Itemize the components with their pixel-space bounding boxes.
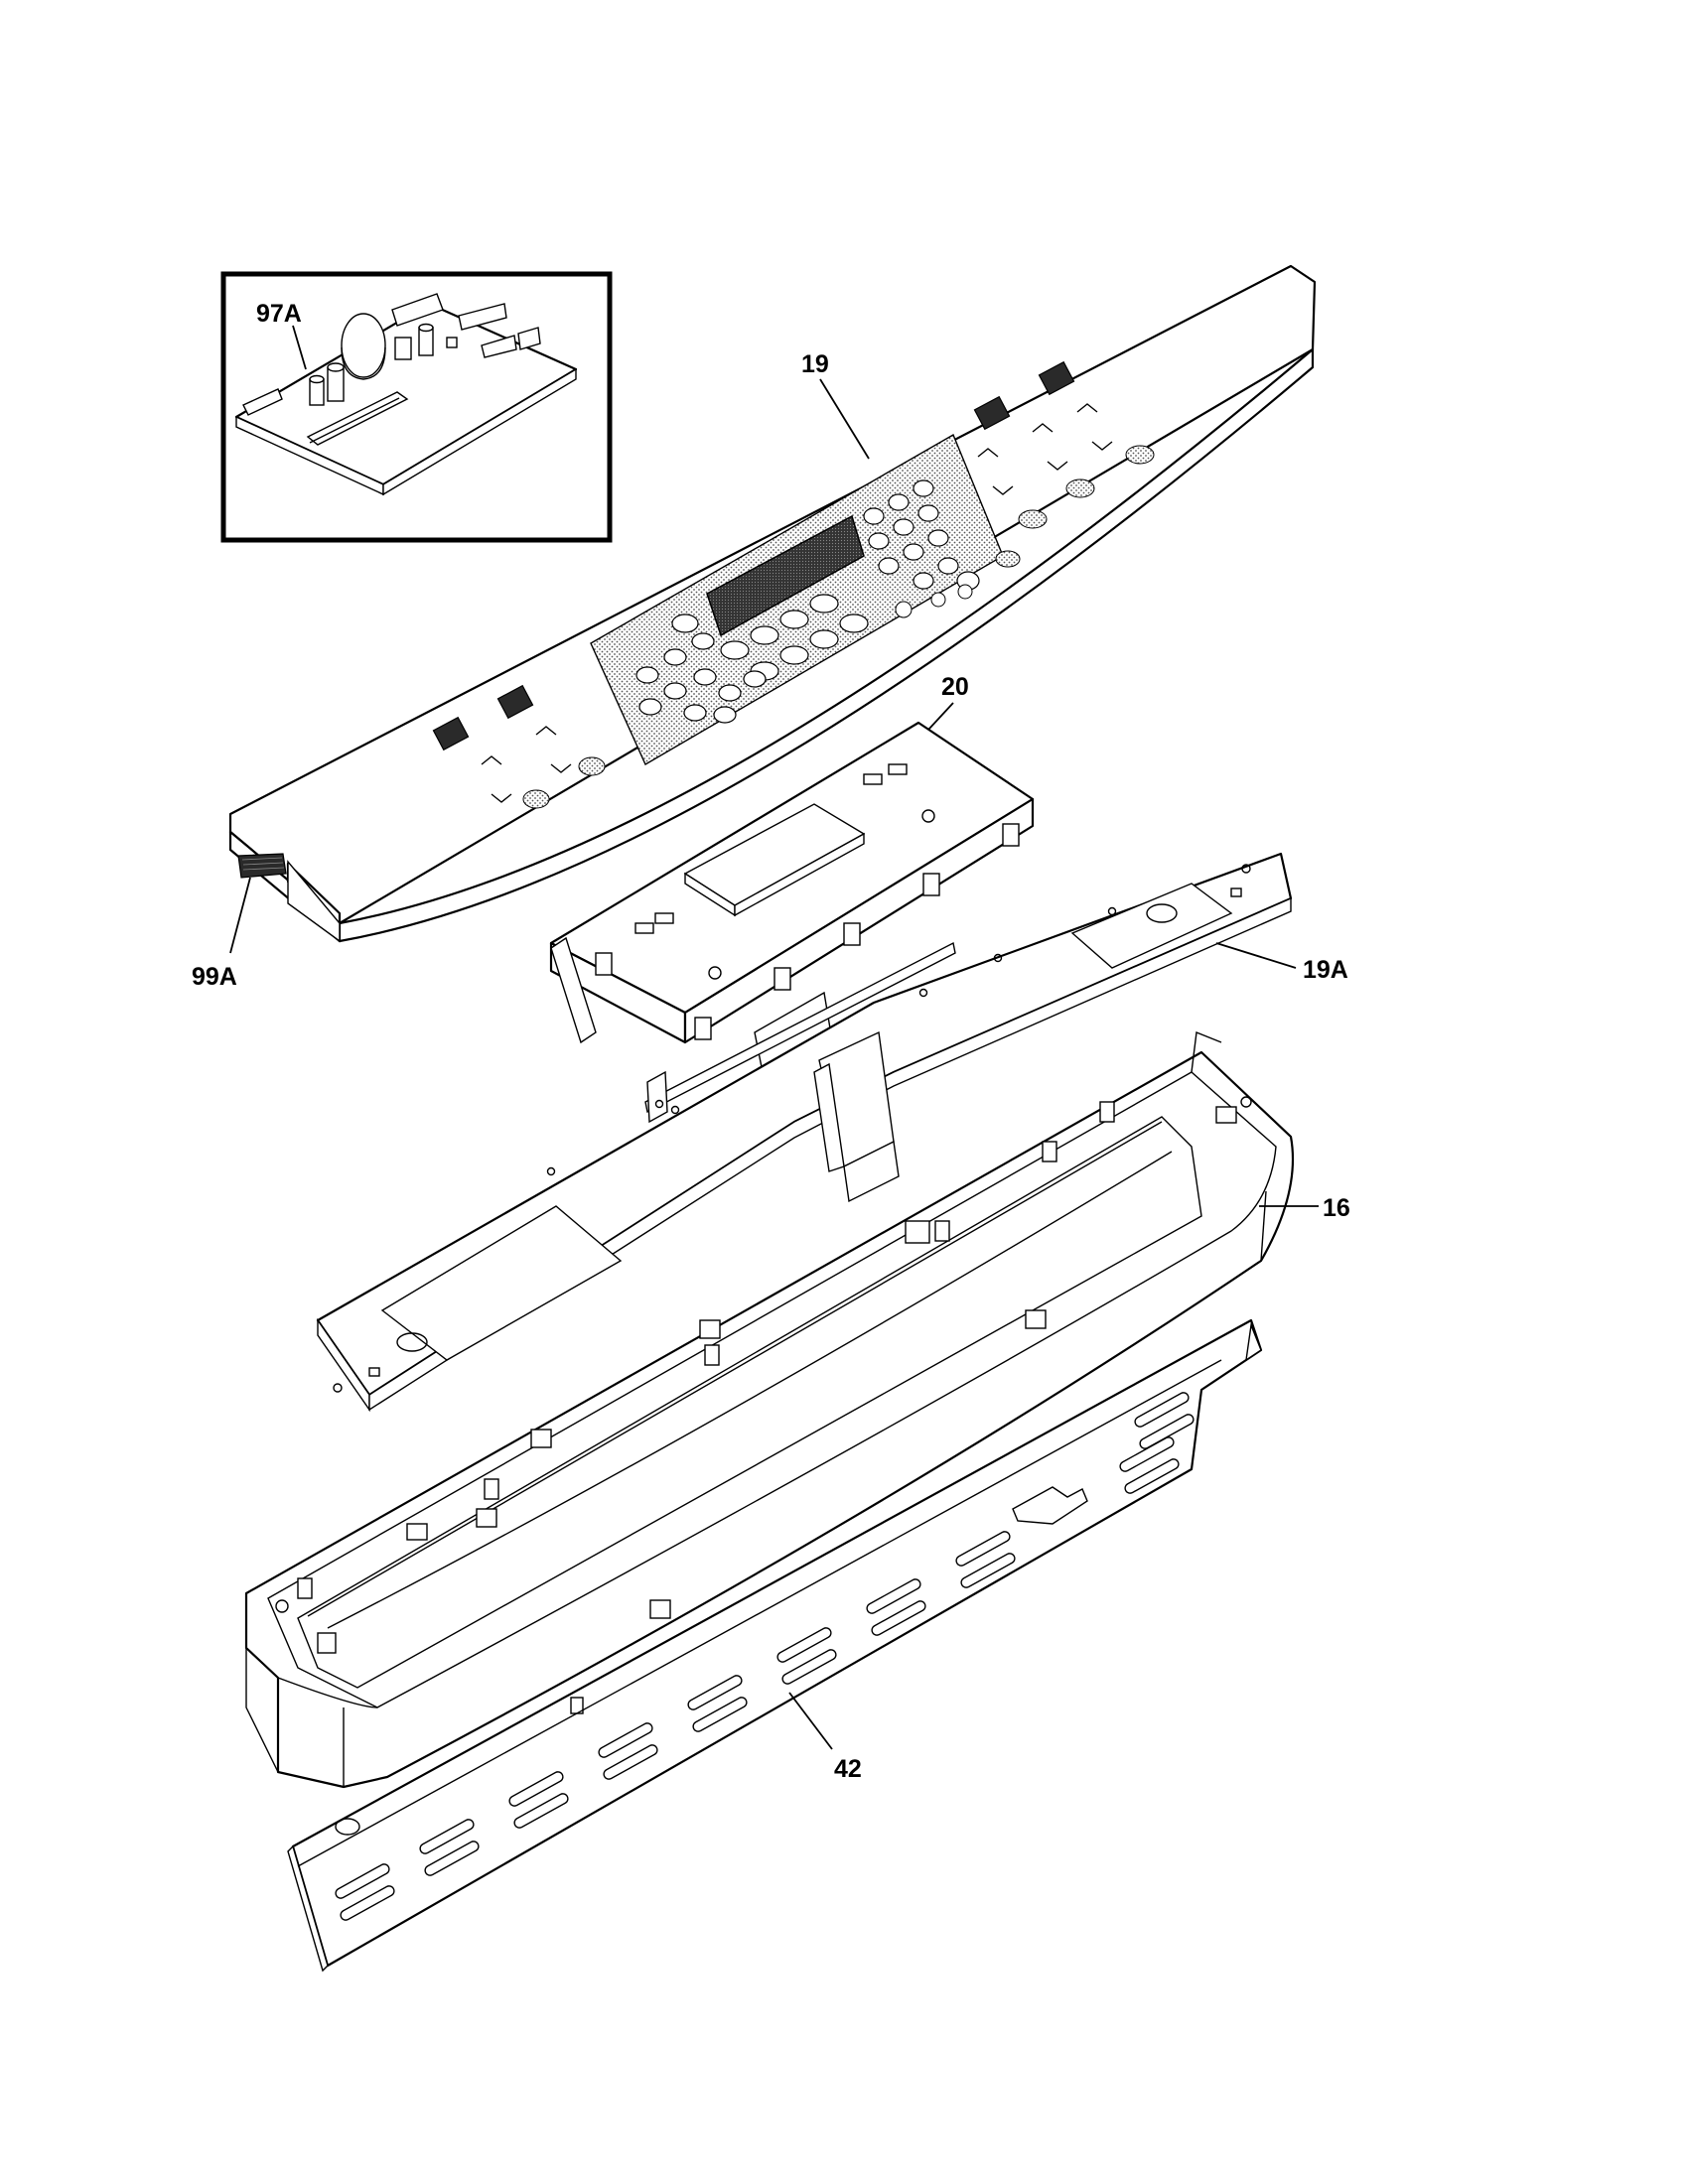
leader-42 [788,1692,833,1750]
panel-housing-16 [244,1031,1295,1789]
leader-97a [292,325,307,370]
control-panel-19 [228,264,1317,943]
callout-42: 42 [834,1755,862,1783]
callout-19a: 19A [1303,956,1348,984]
leader-19a [1215,942,1297,969]
leader-20 [927,702,954,731]
backing-plate-19a [316,852,1293,1413]
vent-grille-42 [287,1318,1263,1973]
control-board-20 [549,721,1035,1083]
callout-16: 16 [1323,1194,1350,1222]
callout-19: 19 [801,350,829,378]
callout-99a: 99A [192,963,237,991]
leader-99a [229,877,251,954]
leader-19 [819,378,870,460]
callout-20: 20 [941,673,969,701]
callout-97a: 97A [256,300,302,328]
inset-board-detail [220,271,613,543]
